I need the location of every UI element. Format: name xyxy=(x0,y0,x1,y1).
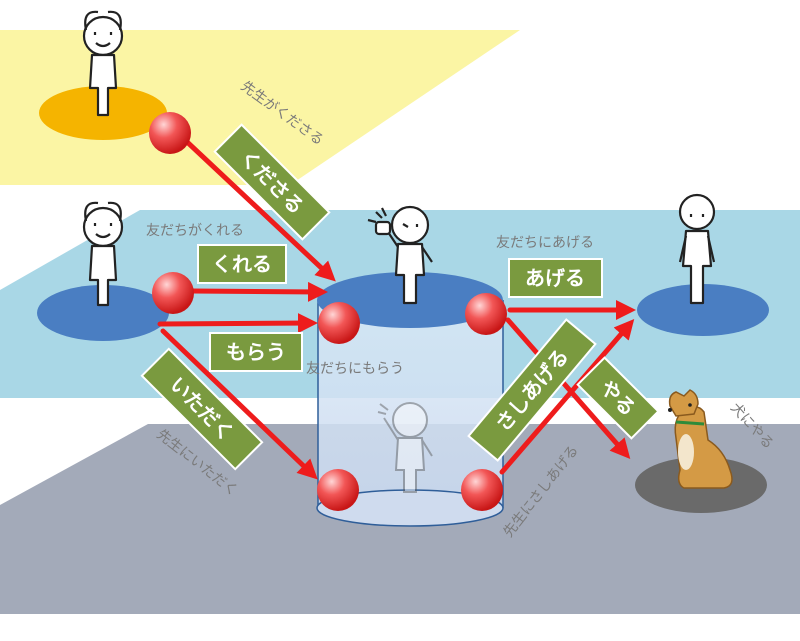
sensei-figure-icon xyxy=(82,10,124,117)
label-tomodachi-ga-kureru: 友だちがくれる xyxy=(146,223,244,239)
label-tomodachi-ni-morau: 友だちにもらう xyxy=(306,361,404,377)
verb-ageru-box: あげる xyxy=(508,258,603,298)
arrow-morau xyxy=(157,313,318,334)
label-tomodachi-ni-ageru: 友だちにあげる xyxy=(496,235,594,251)
arrow-kudasaru xyxy=(182,137,336,282)
friend-left-ellipse xyxy=(37,285,169,341)
self-cylinder xyxy=(316,272,504,527)
top-plane xyxy=(0,30,520,185)
red-ball-icon xyxy=(149,112,191,154)
arrow-yaru xyxy=(505,317,631,460)
shiba-dog-icon xyxy=(668,389,733,489)
friend-right-ellipse xyxy=(637,284,769,336)
verb-ageru: あげる xyxy=(525,266,585,290)
arrow-sashiageru xyxy=(499,318,635,475)
red-ball-icon xyxy=(465,293,507,335)
arrow-itadaku xyxy=(160,328,318,480)
verb-morau-box: もらう xyxy=(209,332,303,372)
red-ball-icon xyxy=(317,469,359,511)
red-ball-icon xyxy=(318,302,360,344)
red-ball-icon xyxy=(461,469,503,511)
red-ball-icon xyxy=(152,272,194,314)
friend-right-figure-icon xyxy=(678,193,716,305)
arrows xyxy=(157,137,636,480)
friend-left-figure-icon xyxy=(82,201,124,307)
self-thumbs-up-figure-icon xyxy=(367,205,433,305)
verb-kureru-box: くれる xyxy=(197,244,287,284)
self-ghost-figure-icon xyxy=(377,402,433,493)
verb-kureru: くれる xyxy=(212,252,272,276)
verb-morau: もらう xyxy=(226,340,286,364)
arrow-kureru xyxy=(189,281,328,302)
